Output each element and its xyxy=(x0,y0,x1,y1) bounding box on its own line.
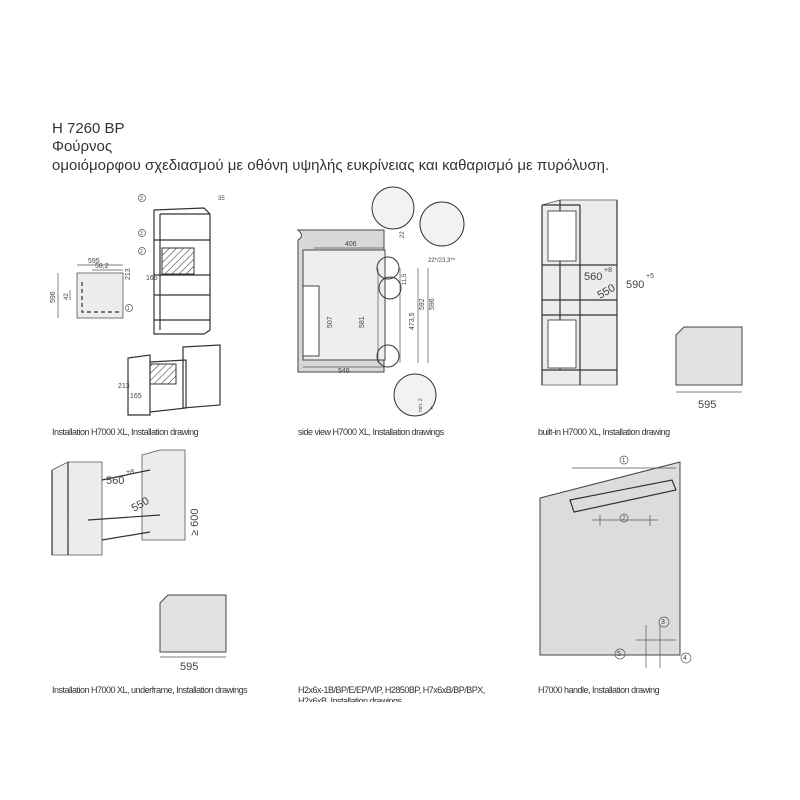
drawing-side-view: 406 546 507 581 473,5 592 596 11,5 22 22… xyxy=(296,186,465,417)
svg-text:581: 581 xyxy=(359,316,366,328)
caption-installation: Installation H7000 XL, Installation draw… xyxy=(52,427,199,437)
svg-text:+8: +8 xyxy=(604,267,612,274)
svg-text:2: 2 xyxy=(622,516,626,522)
svg-text:213: 213 xyxy=(118,383,130,390)
svg-text:22: 22 xyxy=(400,231,406,238)
svg-text:2: 2 xyxy=(140,249,143,255)
svg-text:596: 596 xyxy=(429,298,436,310)
drawing-underframe: 560 +8 550 ≥ 600 595 xyxy=(51,449,227,673)
svg-text:1: 1 xyxy=(127,306,130,312)
svg-text:546: 546 xyxy=(338,368,350,375)
svg-text:406: 406 xyxy=(345,241,357,248)
svg-text:473,5: 473,5 xyxy=(409,312,416,330)
svg-text:42: 42 xyxy=(64,293,70,300)
svg-text:≥ 600: ≥ 600 xyxy=(189,509,201,536)
svg-text:3: 3 xyxy=(140,231,143,237)
svg-text:1: 1 xyxy=(622,458,626,464)
svg-text:3: 3 xyxy=(661,619,665,626)
caption-models-line2: H2x6xB, Installation drawings xyxy=(298,696,402,702)
caption-side-view: side view H7000 XL, Installation drawing… xyxy=(298,427,444,437)
svg-text:213: 213 xyxy=(125,268,132,280)
svg-text:3: 3 xyxy=(140,196,143,202)
svg-text:+5: +5 xyxy=(646,273,654,280)
svg-text:165: 165 xyxy=(146,275,158,282)
svg-text:35: 35 xyxy=(218,196,225,202)
model-number: H 7260 BP xyxy=(52,120,125,137)
svg-text:58,2: 58,2 xyxy=(95,263,109,270)
product-description: ομοιόμορφου σχεδιασμού με οθόνη υψηλής ε… xyxy=(52,157,610,174)
svg-text:595: 595 xyxy=(88,258,100,265)
drawing-installation-h7000xl: 595 58,2 596 42 213 165 3 3 2 1 35 213 1… xyxy=(50,194,225,416)
svg-text:5: 5 xyxy=(617,651,621,658)
drawing-handle: 1 2 3 4 5 xyxy=(539,455,692,668)
svg-text:507: 507 xyxy=(327,316,334,328)
svg-text:4: 4 xyxy=(430,406,433,412)
caption-handle: H7000 handle, Installation drawing xyxy=(538,685,660,695)
product-name: Φούρνος xyxy=(52,138,113,155)
svg-text:596: 596 xyxy=(50,291,57,303)
caption-models: H2x6x-1B/BP/E/EP/VIP, H2850BP, H7x6xB/BP… xyxy=(298,685,485,695)
svg-text:560: 560 xyxy=(106,475,124,487)
svg-text:165: 165 xyxy=(130,393,142,400)
svg-text:min. 2: min. 2 xyxy=(418,398,424,412)
caption-built-in: built-in H7000 XL, Installation drawing xyxy=(538,427,670,437)
svg-text:560: 560 xyxy=(584,271,602,283)
drawing-built-in: 560 +8 550 590 +5 595 xyxy=(541,199,743,411)
svg-text:11,5: 11,5 xyxy=(402,273,408,285)
svg-text:595: 595 xyxy=(698,399,716,411)
caption-underframe: Installation H7000 XL, underframe, Insta… xyxy=(52,685,248,695)
svg-text:590: 590 xyxy=(626,279,644,291)
svg-text:4: 4 xyxy=(683,655,687,662)
svg-text:+8: +8 xyxy=(126,469,134,476)
svg-text:595: 595 xyxy=(180,661,198,673)
svg-text:592: 592 xyxy=(419,298,426,310)
svg-text:22*/23,3**: 22*/23,3** xyxy=(428,258,456,264)
